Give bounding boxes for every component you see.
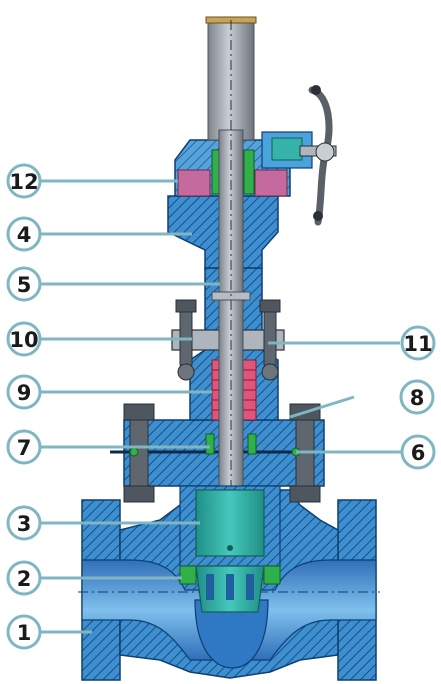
callout-9: 9 — [6, 374, 42, 410]
callout-8: 8 — [399, 379, 435, 415]
leader-line-8 — [289, 395, 355, 419]
callouts: 12 4 5 10 11 9 8 7 — [6, 163, 436, 650]
callout-3: 3 — [6, 505, 42, 541]
callout-label-3: 3 — [17, 512, 32, 536]
callout-label-2: 2 — [17, 567, 32, 591]
callout-label-11: 11 — [403, 332, 432, 356]
callout-7: 7 — [6, 429, 42, 465]
gland-nut-left — [175, 299, 197, 313]
plug — [195, 489, 265, 557]
gear-insert — [271, 137, 303, 161]
callout-label-9: 9 — [17, 381, 32, 405]
callout-12: 12 — [6, 163, 42, 199]
callout-label-12: 12 — [9, 170, 38, 194]
nut-left-bottom — [123, 485, 155, 503]
callout-10: 10 — [6, 321, 42, 357]
back-seat-right — [247, 433, 257, 455]
stem — [205, 16, 257, 520]
cage-plug — [179, 485, 281, 613]
callout-label-4: 4 — [17, 223, 32, 247]
callout-6: 6 — [400, 434, 436, 470]
callout-1: 1 — [6, 614, 42, 650]
gland-nut-right — [259, 299, 281, 313]
callout-label-10: 10 — [9, 328, 38, 352]
leader-lines — [40, 179, 402, 634]
oring-left — [129, 447, 139, 457]
gland-bolt-left — [179, 304, 193, 366]
handwheel-knob-bottom — [313, 211, 323, 221]
callout-label-8: 8 — [410, 386, 425, 410]
seat-bowl — [194, 599, 269, 669]
nut-right-bottom — [289, 485, 321, 503]
callout-label-6: 6 — [411, 441, 426, 465]
stem-nut-left — [177, 169, 211, 197]
seat-cage-ports — [206, 574, 254, 600]
callout-4: 4 — [6, 216, 42, 252]
back-seat-left — [205, 433, 215, 455]
bearing-right — [243, 149, 255, 195]
nut-left-top — [123, 403, 155, 421]
callout-label-1: 1 — [17, 621, 32, 645]
handwheel-knob-top — [311, 85, 321, 95]
callout-2: 2 — [6, 560, 42, 596]
seat-ring-left — [179, 565, 197, 585]
callout-11: 11 — [400, 325, 436, 361]
seat-ring-right — [263, 565, 281, 585]
handwheel-gear — [261, 85, 337, 226]
plug-pin — [227, 545, 233, 551]
callout-5: 5 — [6, 266, 42, 302]
gland-bolt-right — [263, 304, 277, 366]
callout-label-5: 5 — [17, 273, 32, 297]
packing-gland — [171, 299, 285, 381]
callout-label-7: 7 — [17, 436, 32, 460]
handwheel-hub — [315, 142, 335, 162]
eye-bolt-left — [177, 363, 195, 381]
eye-bolt-right — [261, 363, 279, 381]
stem-nut-right — [254, 169, 288, 197]
